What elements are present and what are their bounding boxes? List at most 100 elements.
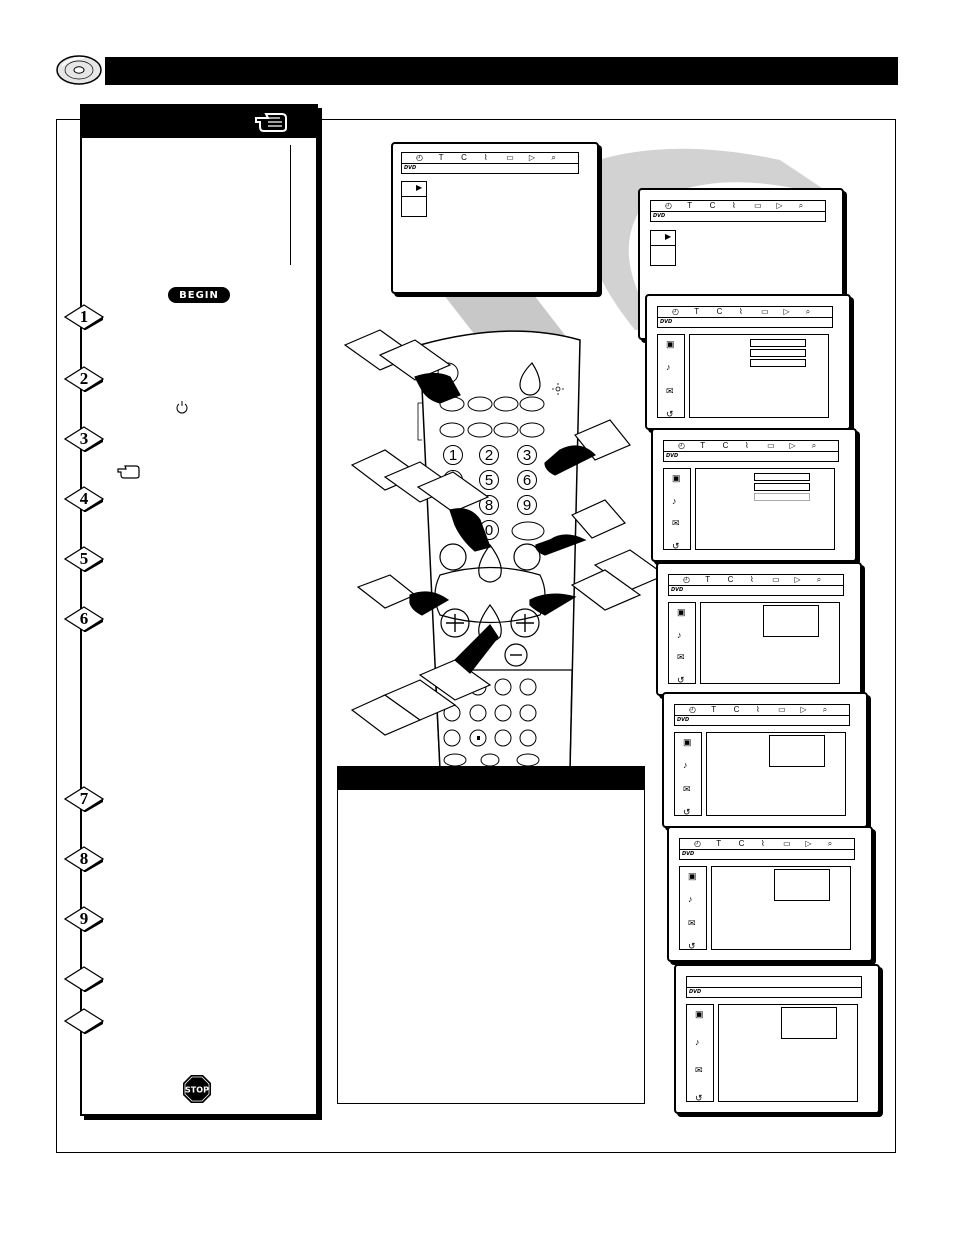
power-icon [176,401,188,414]
play-icon: ▶ [416,183,423,192]
audio-icon: ⌇ [749,575,754,584]
remote-key-2[interactable]: 2 [479,445,499,465]
music-note-icon: ♪ [688,894,693,905]
picture-icon: ▣ [672,473,681,483]
remote-beam [440,148,840,335]
remote-key-label: 2 [484,446,494,464]
remote-key-9[interactable]: 9 [517,495,537,515]
step-number: 7 [79,789,89,808]
step-7-badge: 7 [64,786,104,812]
right-margin-line [290,145,291,265]
step-10-badge [64,966,104,992]
remote-key-6[interactable]: 6 [517,470,537,490]
setup-sidebar: ▣♪✉↺ [686,1004,714,1103]
chapter-letter: C [709,201,716,210]
dvd-logo-icon: DVD [666,453,679,459]
zoom-icon: ⌕ [551,153,556,162]
setup-sidebar: ▣♪✉↺ [663,468,691,551]
speech-icon: ✉ [683,783,691,794]
setup-option [750,349,806,357]
music-note-icon: ♪ [677,629,682,640]
remote-key-1[interactable]: 1 [443,445,463,465]
remote-key-3[interactable]: 3 [517,445,537,465]
hands-overlay [343,329,667,736]
stop-sign-icon: STOP [183,1075,211,1103]
step-1-badge: 1 [64,304,104,330]
step-number: 5 [79,549,89,568]
remote-key-label: 3 [522,446,532,464]
picture-icon: ▣ [688,871,697,881]
title-letter: T [716,839,722,848]
dvd-menu-bar: DVD [686,976,862,998]
play-icon: ▷ [805,839,812,848]
subtitle-icon: ▭ [772,575,780,584]
subtitle-icon: ▭ [778,705,786,714]
remote-key-label: 8 [484,496,494,514]
dvd-logo-icon: DVD [689,989,702,995]
audio-icon: ⌇ [738,307,743,316]
instructions-panel [80,104,318,1116]
play-icon: ▷ [789,441,796,450]
zoom-icon: ⌕ [816,575,822,584]
remote-key-5[interactable]: 5 [479,470,499,490]
remote-key-label: 1 [448,446,458,464]
chapter-letter: C [727,575,734,584]
remote-key-8[interactable]: 8 [479,495,499,515]
dvd-logo-icon: DVD [682,851,695,857]
remote-key-label: 5 [484,471,494,489]
setup-content-area [711,866,851,950]
play-icon: ▷ [528,153,535,162]
setup-popup [769,735,825,767]
title-letter: T [438,153,444,162]
setup-option [750,359,806,367]
picture-icon: ▣ [695,1009,704,1019]
remote-key-label: 0 [484,521,494,539]
step-number [64,966,104,992]
setup-icon: ↺ [683,807,691,817]
step-number: 8 [79,849,89,868]
music-note-icon: ♪ [672,495,677,506]
timer-icon: ◴ [694,839,701,848]
subtitle-icon: ▭ [783,839,791,848]
setup-icon: ↺ [666,409,674,419]
chapter-letter: C [716,307,723,316]
tip-header [337,766,645,790]
step-4-badge: 4 [64,486,104,512]
step-6-badge: 6 [64,606,104,632]
timer-icon: ◴ [672,307,679,316]
picture-icon: ▣ [677,607,686,617]
zoom-icon: ⌕ [822,705,828,714]
setup-content-area [706,732,846,816]
step-8-badge: 8 [64,846,104,872]
setup-content-area [718,1004,858,1102]
zoom-icon: ⌕ [811,441,817,450]
setup-popup [781,1007,837,1039]
music-note-icon: ♪ [666,362,671,373]
setup-icon: ↺ [695,1093,703,1103]
picture-icon: ▣ [683,737,692,747]
play-icon: ▶ [665,232,672,241]
tip-box [337,766,645,1104]
title-letter: T [705,575,711,584]
remote-key-label: 6 [522,471,532,489]
step-number: 6 [79,609,89,628]
step-number: 3 [79,429,89,448]
page-header-bar [105,57,898,85]
timer-icon: ◴ [416,153,423,162]
zoom-icon: ⌕ [805,307,811,316]
play-icon: ▷ [794,575,801,584]
speech-icon: ✉ [672,518,680,529]
audio-icon: ⌇ [483,153,488,162]
music-note-icon: ♪ [695,1037,700,1047]
setup-option [754,473,810,481]
step-number: 9 [79,909,89,928]
setup-icon: ↺ [677,675,685,685]
dvd-logo-icon: DVD [677,717,690,723]
music-note-icon: ♪ [683,760,688,771]
audio-icon: ⌇ [731,201,736,210]
chapter-letter: C [722,441,729,450]
